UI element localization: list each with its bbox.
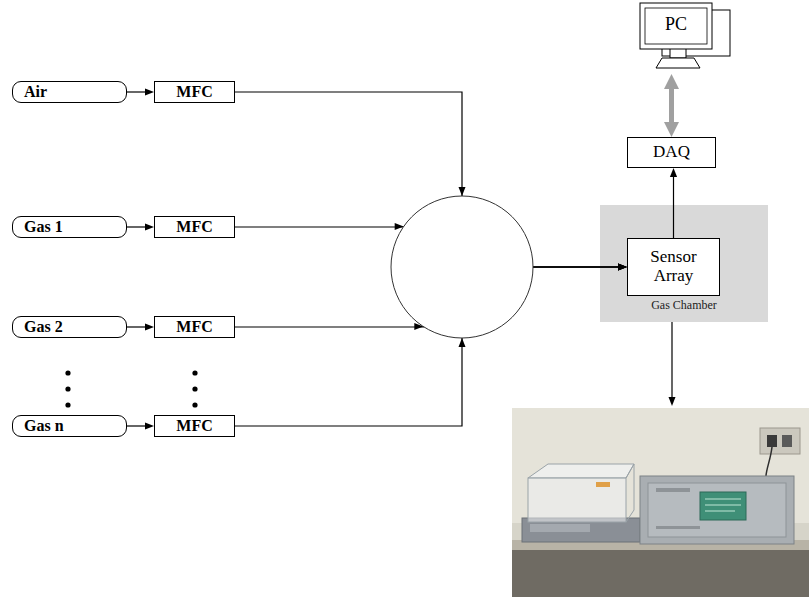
node-label: Gas 2 — [24, 318, 63, 336]
inlet-arrow-head — [414, 323, 423, 330]
node-label: MFC — [176, 83, 212, 101]
node-label: Air — [24, 83, 47, 101]
dot — [65, 402, 70, 407]
flow-arrow — [673, 177, 674, 238]
monitor-front — [640, 3, 712, 49]
dot — [192, 370, 197, 375]
node-label: Gas Chamber — [600, 299, 768, 312]
node-label: Gas n — [24, 417, 64, 435]
dot — [192, 402, 197, 407]
photo-wall — [512, 408, 809, 597]
node-label: MFC — [176, 218, 212, 236]
node-label: Sensor Array — [635, 248, 712, 285]
chamber-to-photo-arrow — [669, 322, 676, 406]
mixing-chamber — [391, 196, 533, 338]
flow-arrow — [127, 226, 145, 227]
node-label: PC — [645, 15, 707, 35]
photo-display-line — [705, 505, 741, 506]
dot — [65, 370, 70, 375]
mass-flow-controller: MFC — [154, 415, 235, 437]
photo-instrument — [640, 476, 794, 544]
continuation-dots — [65, 370, 197, 407]
flow-arrow — [127, 91, 145, 92]
gas-chamber: Gas Chamber Sensor Array — [600, 205, 768, 322]
photo-acrylic-edge — [626, 464, 634, 478]
computer-icon: PC — [620, 2, 734, 70]
photo-acrylic-edge — [634, 464, 635, 510]
node-label: Gas 1 — [24, 218, 63, 236]
photo-socket — [782, 435, 792, 447]
photo-nameplate — [656, 488, 690, 492]
lab-photo — [512, 408, 809, 597]
gas-source: Air — [12, 81, 127, 103]
photo-display-line — [705, 499, 741, 500]
sensor-array-box: Sensor Array — [627, 238, 720, 296]
monitor-outline — [620, 2, 734, 70]
photo-acrylic-box — [528, 478, 626, 522]
gas-chamber-ground — [600, 205, 768, 322]
arrow-head — [669, 397, 676, 406]
gas-source: Gas 2 — [12, 316, 127, 338]
monitor-screen — [645, 8, 707, 44]
node-label: MFC — [176, 417, 212, 435]
gas-source: Gas 1 — [12, 216, 127, 238]
node-label: DAQ — [653, 143, 690, 162]
daq-box: DAQ — [627, 137, 716, 168]
photo-nameplate — [656, 526, 700, 529]
inlet-arrow-head — [459, 187, 466, 196]
flow-arrow — [127, 425, 145, 426]
photo-tag — [596, 482, 610, 487]
mass-flow-controller: MFC — [154, 216, 235, 238]
photo-instrument-panel — [648, 483, 786, 537]
dot — [65, 386, 70, 391]
flow-arrow — [127, 326, 145, 327]
photo-base-panel — [530, 524, 590, 532]
node-label: MFC — [176, 318, 212, 336]
photo-display-line — [705, 511, 735, 512]
photo-wall-plate — [760, 428, 800, 454]
inlet-arrow-head — [395, 223, 404, 230]
photo-table-front — [512, 550, 809, 597]
data-link-arrow — [669, 89, 674, 122]
photo-socket — [767, 435, 777, 447]
inlet-arrow-head — [459, 338, 466, 347]
photo-acrylic-edge — [626, 510, 634, 522]
monitor-base — [656, 58, 700, 68]
photo-display — [700, 492, 746, 520]
photo-acrylic-top — [528, 464, 634, 478]
gas-source: Gas n — [12, 415, 127, 437]
mass-flow-controller: MFC — [154, 81, 235, 103]
dot — [192, 386, 197, 391]
arrow-line — [671, 322, 672, 398]
mass-flow-controller: MFC — [154, 316, 235, 338]
